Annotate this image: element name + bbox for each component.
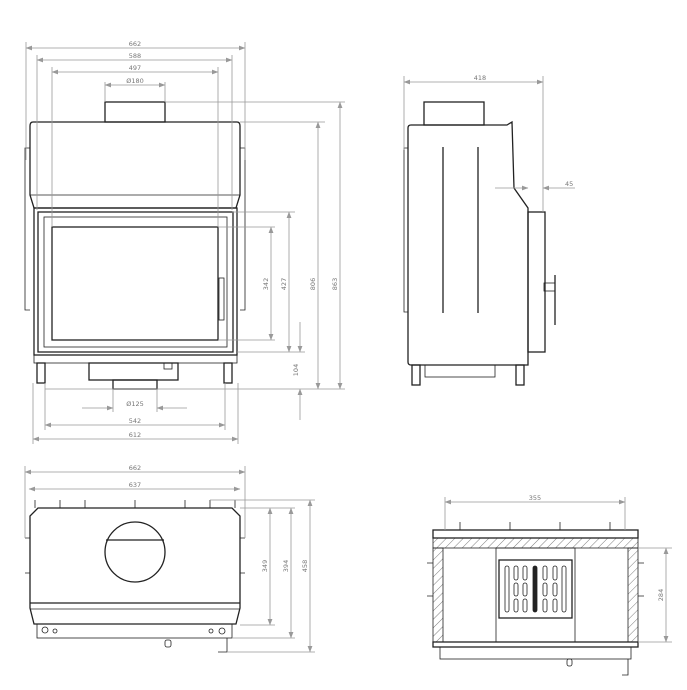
side-view: 418 45: [403, 74, 575, 386]
top-body: [29, 507, 241, 625]
side-body: [407, 120, 529, 366]
dim-flue-180: Ø180: [126, 77, 144, 85]
dim-637: 637: [129, 481, 141, 489]
dim-349: 349: [261, 560, 269, 572]
dim-342: 342: [262, 278, 270, 290]
leg-left: [36, 362, 46, 384]
grate: [498, 559, 573, 619]
section-view: 355 284: [427, 494, 672, 676]
side-panels: [24, 147, 246, 311]
top-view: 662 637 349 394 458: [24, 464, 315, 653]
leg-right: [223, 362, 233, 384]
dim-355: 355: [529, 494, 541, 502]
air-regulator: [218, 277, 225, 321]
dim-top-662: 662: [129, 464, 141, 472]
glass-panel: [51, 226, 219, 341]
dim-427: 427: [280, 278, 288, 290]
dim-45: 45: [565, 180, 573, 188]
door-handle: [543, 282, 556, 292]
side-flue-collar: [423, 101, 485, 126]
dim-863: 863: [331, 278, 339, 290]
dim-612: 612: [129, 431, 141, 439]
door-frame: [33, 207, 238, 356]
dim-458: 458: [301, 560, 309, 572]
dim-104: 104: [292, 364, 300, 376]
section-top-plate: [432, 529, 639, 539]
front-view: [24, 101, 246, 390]
dim-542: 542: [129, 417, 141, 425]
flue-collar-bottom: [112, 379, 158, 390]
dim-588: 588: [129, 52, 141, 60]
side-door: [527, 211, 546, 353]
ash-box: [88, 362, 179, 381]
dim-flue-125: Ø125: [126, 400, 144, 408]
dim-662: 662: [129, 40, 141, 48]
dim-497: 497: [129, 64, 141, 72]
dim-806: 806: [309, 278, 317, 290]
flue-collar-top: [104, 101, 166, 123]
section-door: [439, 646, 632, 660]
dim-394: 394: [282, 560, 290, 572]
dim-284: 284: [657, 589, 665, 601]
flue-opening: [104, 521, 166, 583]
front-dimensions: 662 588 497 Ø180 342 427 806 863 104 Ø12…: [25, 40, 345, 444]
dim-418: 418: [474, 74, 486, 82]
